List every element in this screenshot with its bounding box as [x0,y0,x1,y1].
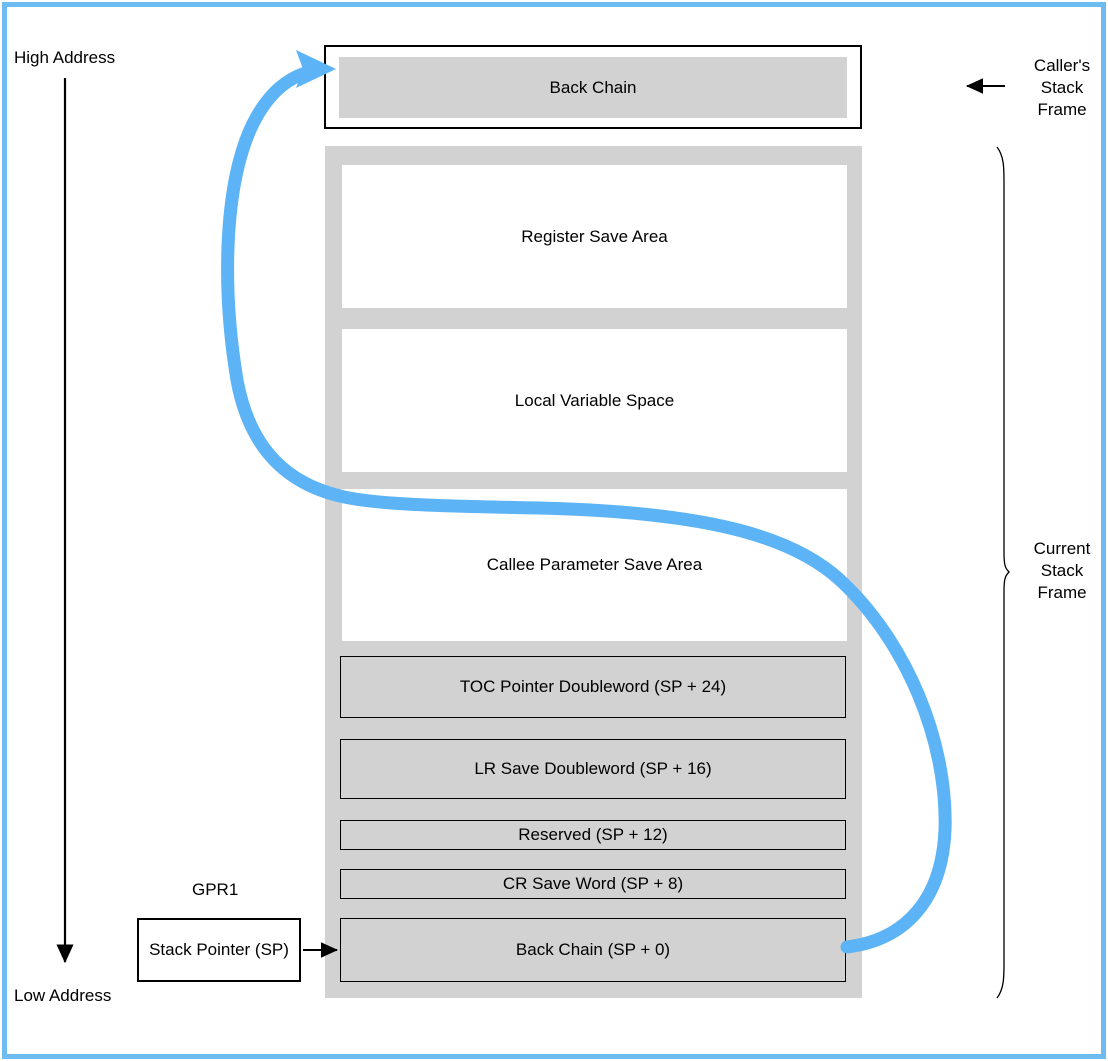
cell-callee-parameter-save-area: Callee Parameter Save Area [342,489,847,641]
gpr1-label: GPR1 [192,880,239,899]
cell-register-save-area: Register Save Area [342,165,847,308]
caller-back-chain-cell: Back Chain [339,57,847,118]
cell-toc-pointer-doubleword: TOC Pointer Doubleword (SP + 24) [340,656,846,718]
cell-local-variable-space: Local Variable Space [342,329,847,472]
current-stack-frame-label: Current Stack Frame [1033,539,1091,602]
cell-lr-save-doubleword: LR Save Doubleword (SP + 16) [340,739,846,799]
high-address-label: High Address [14,48,116,67]
callers-stack-frame-label: Caller's Stack Frame [1033,56,1091,119]
low-address-label: Low Address [14,986,112,1005]
stack-pointer-box: Stack Pointer (SP) [137,918,301,982]
cell-back-chain-sp0: Back Chain (SP + 0) [340,918,846,982]
cell-cr-save-word: CR Save Word (SP + 8) [340,869,846,899]
cell-reserved: Reserved (SP + 12) [340,820,846,850]
current-stack-frame-brace [996,146,1010,999]
